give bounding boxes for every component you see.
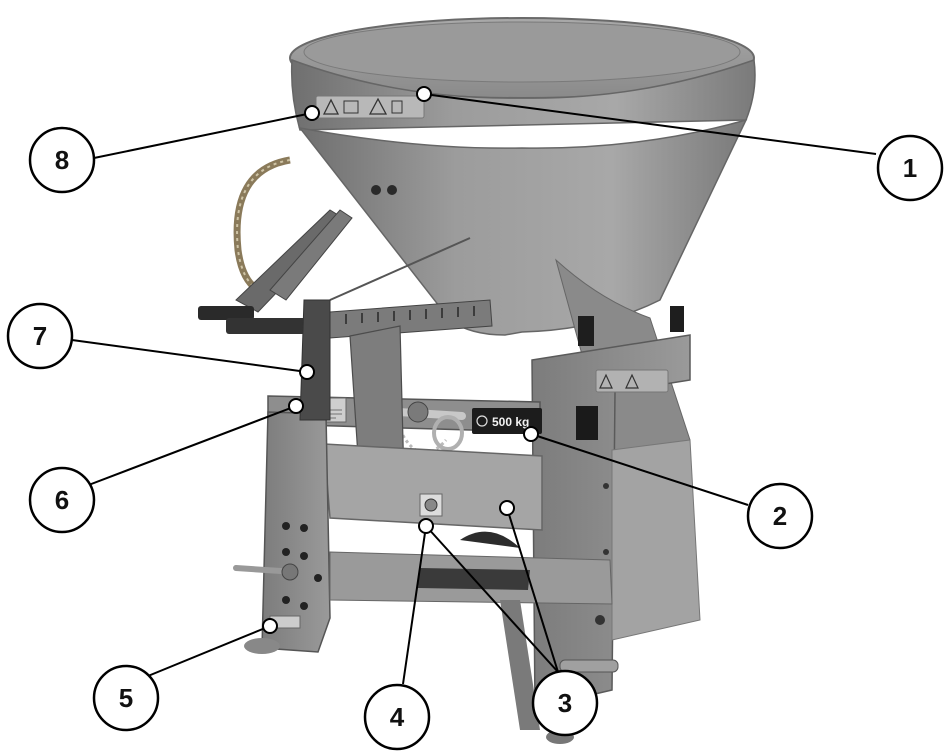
callout-5-badge xyxy=(92,664,160,732)
callout-8: 8 xyxy=(28,105,320,194)
callout-4-target-dot xyxy=(418,518,434,534)
right-black-handle xyxy=(578,316,594,346)
callout-8-label: 8 xyxy=(55,145,69,175)
callout-6-target-dot xyxy=(288,398,304,414)
callout-4-label: 4 xyxy=(390,702,405,732)
hopper-bolt xyxy=(387,185,397,195)
lower-beam xyxy=(323,443,543,531)
callout-4-badge xyxy=(363,683,431,751)
callout-1-target-dot xyxy=(416,86,432,102)
callout-7-label: 7 xyxy=(33,321,47,351)
left-frame-post xyxy=(233,299,331,654)
callout-7: 7 xyxy=(6,302,315,380)
callout-5-label: 5 xyxy=(119,683,133,713)
hopper-rim-inner xyxy=(303,21,741,83)
callout-1-badge xyxy=(876,134,944,202)
callout-1: 1 xyxy=(416,86,944,202)
callout-5-target-dot xyxy=(262,618,278,634)
callout-6-badge xyxy=(28,466,96,534)
machine-illustration: 500 kg xyxy=(198,17,756,744)
callout-3-label: 3 xyxy=(558,688,572,718)
setting-scale xyxy=(329,299,493,339)
callout-2-badge xyxy=(746,482,814,550)
callout-6-label: 6 xyxy=(55,485,69,515)
callout-4: 4 xyxy=(363,518,434,751)
callout-8-target-dot xyxy=(304,105,320,121)
callout-3-badge xyxy=(531,669,599,737)
callouts: 1 2 3 4 5 xyxy=(6,86,944,751)
callout-5: 5 xyxy=(92,618,278,732)
callout-3: 3 xyxy=(425,500,599,737)
hopper-bolt xyxy=(371,185,381,195)
callout-7-target-dot xyxy=(299,364,315,380)
callout-2-label: 2 xyxy=(773,501,787,531)
right-side-plate xyxy=(611,439,701,641)
callout-3-target-dot xyxy=(499,500,515,516)
callout-1-label: 1 xyxy=(903,153,917,183)
load-capacity-plate: 500 kg xyxy=(472,408,542,434)
right-black-block xyxy=(670,306,684,332)
callout-2: 2 xyxy=(523,426,814,550)
callout-7-badge xyxy=(6,302,74,370)
hopper-warning-labels xyxy=(315,95,425,119)
control-lever xyxy=(198,209,471,334)
hopper-cone xyxy=(298,118,748,336)
load-capacity-text: 500 kg xyxy=(492,415,529,429)
callout-2-target-dot xyxy=(523,426,539,442)
callout-8-badge xyxy=(28,126,96,194)
callout-6: 6 xyxy=(28,398,304,534)
base-frame xyxy=(329,531,613,730)
